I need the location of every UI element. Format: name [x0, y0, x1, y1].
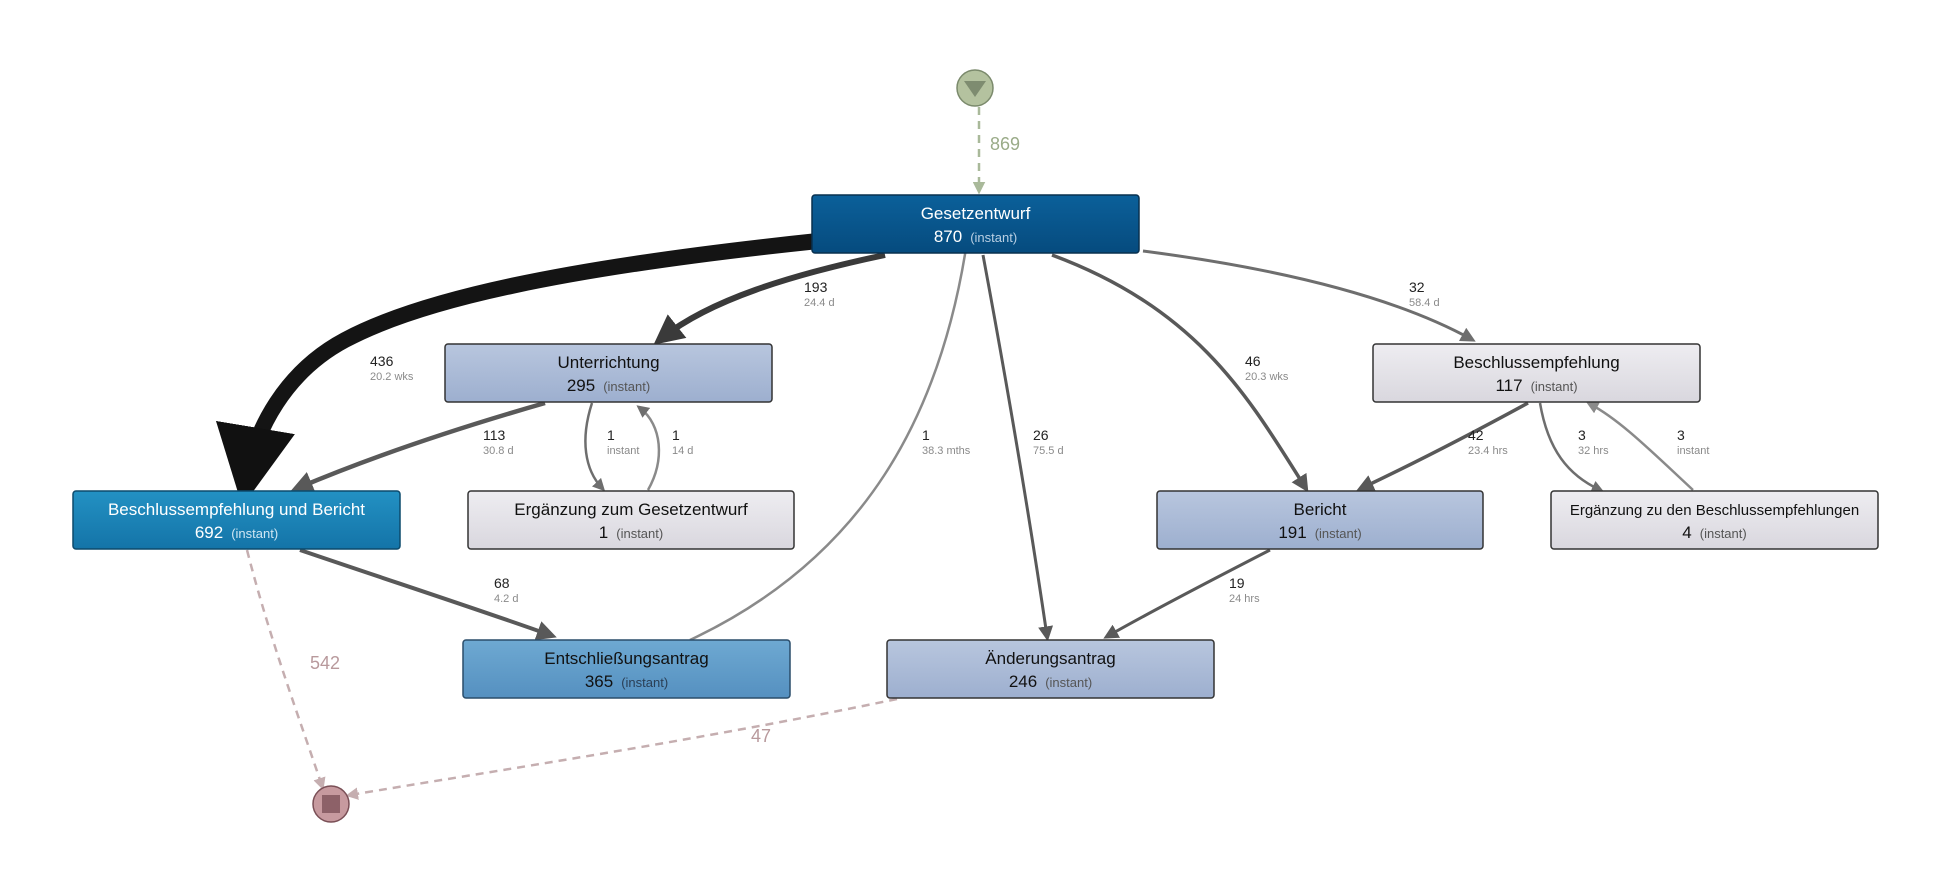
node-stats: 4(instant): [1682, 523, 1746, 542]
edge-label-duration: 24.4 d: [804, 297, 835, 309]
edge-gesetzentwurf-to-unterrichtung[interactable]: [653, 252, 886, 345]
edge-aenderung-to-end[interactable]: [345, 697, 898, 800]
edge-label-duration: 4.2 d: [494, 593, 518, 605]
node-count: 246: [1009, 672, 1037, 691]
node-aenderung[interactable]: Änderungsantrag 246(instant): [886, 639, 1215, 699]
start-edge-label: 869: [990, 134, 1020, 154]
edge-label-value: 42: [1468, 427, 1484, 443]
end-edge-label: 542: [310, 653, 340, 673]
node-stats: 692(instant): [195, 523, 278, 542]
edge-beschluss-bericht-to-end[interactable]: [245, 549, 326, 791]
edge-label-value: 19: [1229, 575, 1245, 591]
node-count: 870: [934, 227, 962, 246]
node-ergaenzung-beschluss[interactable]: Ergänzung zu den Beschlussempfehlungen 4…: [1550, 490, 1879, 550]
edge-label-duration: 24 hrs: [1229, 593, 1260, 605]
edge-label-duration: 20.2 wks: [370, 371, 414, 383]
node-stats: 1(instant): [599, 523, 663, 542]
edge-label-duration: 14 d: [672, 445, 693, 457]
start-node[interactable]: [956, 69, 994, 107]
node-stats: 117(instant): [1495, 376, 1577, 395]
edge-label-duration: 58.4 d: [1409, 297, 1440, 309]
edge-unterrichtung-to-ergaenzung-gesetzentwurf[interactable]: [584, 402, 606, 492]
edge-label-value: 68: [494, 575, 510, 591]
node-stats: 365(instant): [585, 672, 668, 691]
node-count: 295: [567, 376, 595, 395]
edge-labels: 869 436 20.2 wks 193 24.4 d 32 58.4 d 46…: [310, 134, 1709, 746]
edge-label-duration: 30.8 d: [483, 445, 514, 457]
edge-gesetzentwurf-to-bericht[interactable]: [1051, 253, 1309, 493]
node-count: 191: [1278, 523, 1306, 542]
end-node[interactable]: [312, 785, 350, 823]
edge-ergaenzung-beschluss-to-beschlussempfehlung[interactable]: [1586, 401, 1694, 491]
edge-beschluss-bericht-to-entschliessung[interactable]: [299, 548, 557, 641]
edge-ergaenzung-gesetzentwurf-to-unterrichtung[interactable]: [636, 405, 661, 491]
edge-label-value: 193: [804, 279, 828, 295]
node-title: Gesetzentwurf: [921, 204, 1031, 223]
edge-bericht-to-aenderung[interactable]: [1103, 548, 1271, 639]
edges: [215, 107, 1694, 800]
edge-label-value: 1: [607, 427, 615, 443]
edge-label-value: 1: [672, 427, 680, 443]
node-stats: 246(instant): [1009, 672, 1092, 691]
node-title: Bericht: [1294, 500, 1347, 519]
edge-unterrichtung-to-beschluss-bericht[interactable]: [290, 400, 546, 493]
edge-entschliessung-to-gesetzentwurf[interactable]: [689, 215, 976, 642]
edge-label-duration: 20.3 wks: [1245, 371, 1289, 383]
edge-label-duration: 32 hrs: [1578, 445, 1609, 457]
edge-gesetzentwurf-to-aenderung[interactable]: [981, 254, 1054, 642]
edge-label-duration: 75.5 d: [1033, 445, 1064, 457]
edge-gesetzentwurf-to-beschlussempfehlung[interactable]: [1142, 249, 1476, 342]
node-title: Ergänzung zu den Beschlussempfehlungen: [1570, 502, 1859, 519]
edge-label-value: 32: [1409, 279, 1425, 295]
node-title: Änderungsantrag: [985, 649, 1115, 668]
edge-beschlussempfehlung-to-bericht[interactable]: [1356, 401, 1529, 492]
edge-label-value: 3: [1578, 427, 1586, 443]
edge-beschlussempfehlung-to-ergaenzung-beschluss[interactable]: [1538, 402, 1605, 493]
triangle-down-icon: [964, 81, 986, 97]
end-edge-label: 47: [751, 726, 771, 746]
node-title: Ergänzung zum Gesetzentwurf: [514, 500, 748, 519]
node-bericht[interactable]: Bericht 191(instant): [1156, 490, 1484, 550]
node-title: Beschlussempfehlung: [1453, 353, 1619, 372]
node-stats: 870(instant): [934, 227, 1017, 246]
node-count: 117: [1495, 376, 1522, 395]
edge-gesetzentwurf-to-beschluss-bericht[interactable]: [215, 233, 819, 507]
node-title: Beschlussempfehlung und Bericht: [108, 500, 365, 519]
edge-label-duration: instant: [607, 445, 639, 457]
edge-label-value: 113: [483, 427, 506, 443]
edge-label-duration: instant: [1677, 445, 1709, 457]
edge-label-duration: 23.4 hrs: [1468, 445, 1508, 457]
node-count: 365: [585, 672, 613, 691]
edge-label-value: 3: [1677, 427, 1685, 443]
node-entschliessung[interactable]: Entschließungsantrag 365(instant): [462, 639, 791, 699]
edge-label-duration: 38.3 mths: [922, 445, 971, 457]
node-title: Entschließungsantrag: [544, 649, 708, 668]
node-beschlussempfehlung[interactable]: Beschlussempfehlung 117(instant): [1372, 343, 1701, 403]
node-stats: 295(instant): [567, 376, 650, 395]
node-beschluss-bericht[interactable]: Beschlussempfehlung und Bericht 692(inst…: [72, 490, 401, 550]
edge-label-value: 26: [1033, 427, 1049, 443]
square-stop-icon: [322, 795, 340, 813]
node-ergaenzung-gesetzentwurf[interactable]: Ergänzung zum Gesetzentwurf 1(instant): [467, 490, 795, 550]
node-count: 1: [599, 523, 608, 542]
node-count: 4: [1682, 523, 1691, 542]
node-gesetzentwurf[interactable]: Gesetzentwurf 870(instant): [811, 194, 1140, 254]
edge-label-value: 46: [1245, 353, 1261, 369]
node-count: 692: [195, 523, 223, 542]
node-stats: 191(instant): [1278, 523, 1361, 542]
node-title: Unterrichtung: [557, 353, 659, 372]
node-unterrichtung[interactable]: Unterrichtung 295(instant): [444, 343, 773, 403]
edge-label-value: 1: [922, 427, 930, 443]
edge-label-value: 436: [370, 353, 394, 369]
